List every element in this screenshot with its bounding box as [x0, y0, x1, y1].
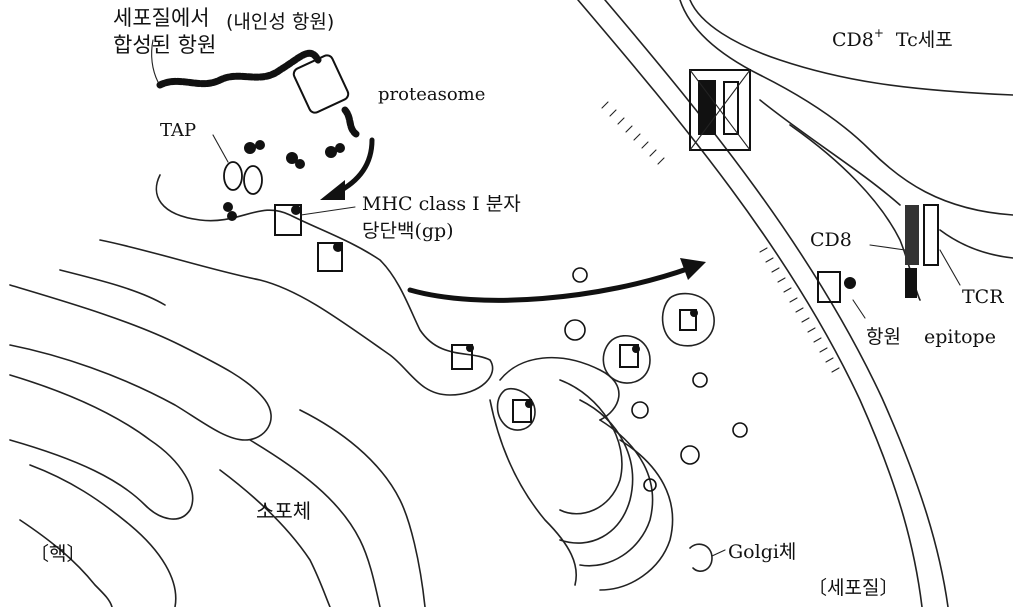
label-tap: TAP	[160, 120, 196, 141]
label-cd8-superscript: +	[874, 26, 884, 40]
mhc-molecule-in-er	[275, 205, 355, 271]
golgi-apparatus	[490, 268, 747, 590]
label-cd8-prefix: CD8	[832, 29, 874, 51]
label-glycoprotein: 당단백(gp)	[362, 220, 454, 242]
tap-transporter	[213, 135, 262, 194]
cell-membrane	[578, 0, 948, 607]
label-proteasome: proteasome	[378, 84, 485, 105]
label-er: 소포체	[256, 499, 311, 523]
proteasome	[292, 53, 356, 134]
label-cytoplasm: 〔세포질〕	[808, 577, 898, 599]
tcr-mhc-contact-complex	[690, 70, 750, 150]
mhc-molecules-in-vesicles	[452, 309, 698, 422]
label-nucleus: 〔핵〕	[30, 543, 85, 565]
label-endogenous-antigen: (내인성 항원)	[226, 11, 334, 33]
label-cytosol-antigen-1: 세포질에서	[113, 6, 210, 30]
label-tcr: TCR	[962, 286, 1004, 308]
label-epitope: epitope	[924, 326, 996, 348]
label-mhc-class-i: MHC class Ⅰ 분자	[362, 193, 521, 215]
label-golgi: Golgi체	[728, 541, 796, 563]
tcr-receptor	[905, 205, 960, 298]
er-to-membrane-arrow	[410, 258, 706, 300]
label-cd8: CD8	[810, 229, 852, 251]
label-cd8-tc-cell: CD8+ Tc세포	[832, 26, 953, 51]
label-tc-cell: Tc세포	[896, 29, 953, 51]
cd8-coreceptor	[818, 245, 905, 318]
label-cytosol-antigen-2: 합성된 항원	[113, 33, 216, 57]
label-antigen: 항원	[866, 326, 901, 348]
